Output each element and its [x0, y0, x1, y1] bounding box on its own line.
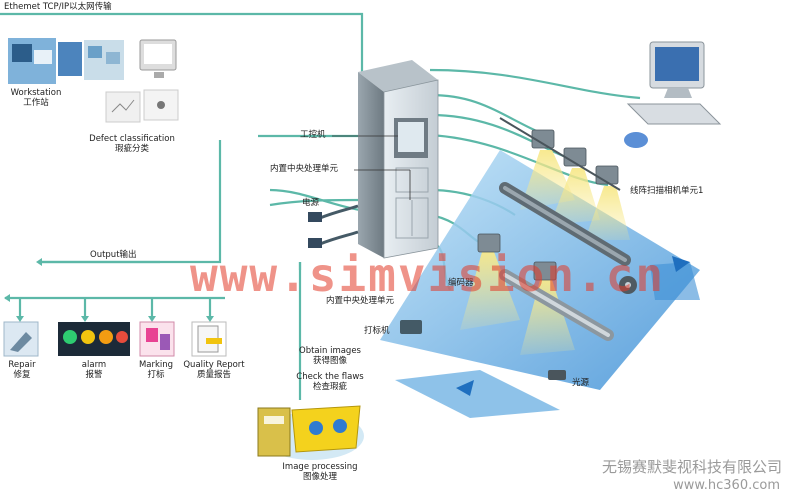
output-marking-en: Marking: [138, 360, 174, 370]
repair-icon: [3, 321, 39, 357]
check-flaws-label: Check the flaws 检查瑕疵: [296, 372, 363, 392]
flow-arrows: [456, 256, 690, 396]
monitor-icon: [624, 41, 722, 148]
output-repair-en: Repair: [8, 360, 36, 370]
output-alarm-zh: 报警: [85, 370, 103, 381]
output-repair: Repair 修复: [8, 360, 35, 380]
image-processing-board-image: [257, 405, 364, 460]
output-quality-report: Quality Report 质量报告: [183, 360, 244, 380]
workstation-label: Workstation 工作站: [11, 88, 62, 108]
obtain-images-zh: 获得图像: [312, 356, 348, 367]
output-repair-zh: 修复: [13, 370, 31, 381]
power-label: 电源: [302, 198, 320, 208]
light-label: 光源: [572, 378, 590, 388]
label-pointers: [332, 135, 411, 200]
obtain-images-en: Obtain images: [299, 346, 361, 356]
output-label: Output输出: [90, 250, 137, 260]
alarm-icon: [58, 322, 130, 356]
ipc-label: 工控机: [300, 130, 326, 140]
industrial-pc-cabinet: [358, 60, 439, 259]
encoder-label: 编码器: [448, 278, 474, 288]
defect-classification-en: Defect classification: [89, 134, 175, 144]
image-processing-zh: 图像处理: [302, 472, 338, 483]
camera-bracket: [499, 117, 621, 191]
defect-classification-zh: 瑕疵分类: [114, 144, 149, 155]
defect-classification-image: [105, 89, 179, 123]
output-marking-zh: 打标: [147, 370, 165, 381]
defect-classification-label: Defect classification 瑕疵分类: [89, 134, 175, 154]
site-url: www.hc360.com: [673, 478, 780, 493]
image-processing-label: Image processing 图像处理: [282, 462, 357, 482]
power-cables: [319, 204, 359, 246]
output-alarm-en: alarm: [81, 360, 107, 370]
workstation-image: [8, 38, 124, 84]
network-label: Ethemet TCP/IP以太网传输: [4, 2, 112, 12]
check-flaws-en: Check the flaws: [296, 372, 364, 382]
watermark-text: www.simvision.cn: [190, 248, 666, 302]
marker-device: [400, 320, 566, 380]
cpu-label-top: 内置中央处理单元: [270, 164, 339, 174]
workstation-label-zh: 工作站: [23, 98, 49, 109]
computer-image-small: [139, 39, 177, 78]
power-plug-icon: [308, 212, 322, 248]
check-flaws-zh: 检查瑕疵: [312, 382, 348, 393]
camera-unit-label: 线阵扫描相机单元1: [630, 186, 704, 196]
image-processing-en: Image processing: [282, 462, 358, 472]
cpu-label-bottom: 内置中央处理单元: [326, 296, 395, 306]
light-beams: [460, 150, 630, 355]
output-arrows: [4, 258, 214, 322]
marking-icon: [139, 321, 175, 357]
output-marking: Marking 打标: [139, 360, 173, 380]
output-alarm: alarm 报警: [82, 360, 106, 380]
output-quality-report-zh: 质量报告: [196, 370, 232, 381]
camera-icons: [477, 129, 619, 281]
rollers: [499, 182, 637, 341]
workstation-label-en: Workstation: [10, 88, 62, 98]
output-quality-report-en: Quality Report: [183, 360, 245, 370]
obtain-images-label: Obtain images 获得图像: [299, 346, 361, 366]
company-name: 无锡赛默斐视科技有限公司: [601, 458, 782, 476]
quality-report-icon: [191, 321, 227, 357]
marker-label: 打标机: [364, 326, 390, 336]
